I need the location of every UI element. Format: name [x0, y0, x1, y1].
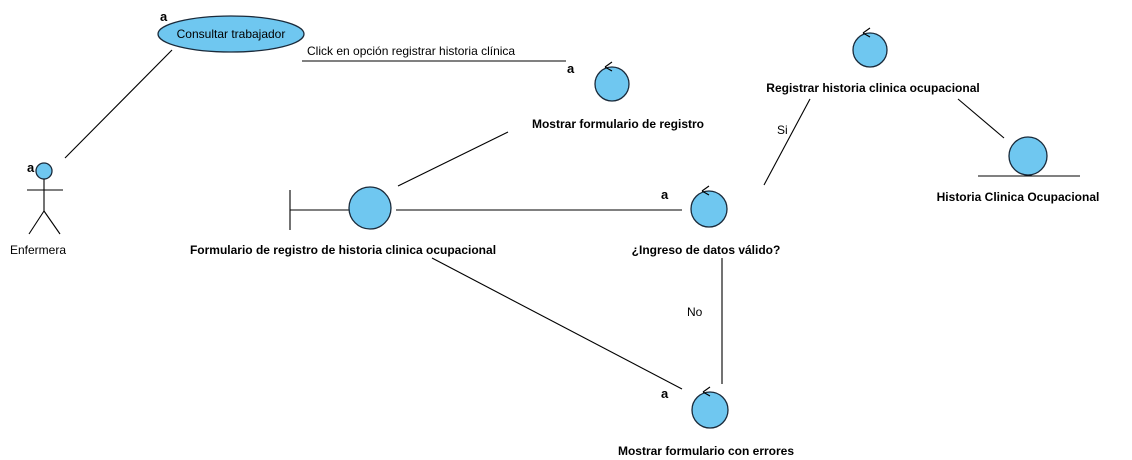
- usecase-tag: a: [160, 9, 168, 24]
- control-registrar[interactable]: [852, 32, 888, 68]
- control-arrow-icon: [862, 27, 871, 38]
- boundary-errores-link: [431, 257, 683, 390]
- errores-tag: a: [661, 386, 669, 401]
- boundary-formulario[interactable]: [289, 186, 392, 230]
- entity-label: Historia Clinica Ocupacional: [937, 190, 1100, 204]
- actor-right-leg: [43, 210, 61, 235]
- registrar-label: Registrar historia clinica ocupacional: [766, 81, 979, 95]
- actor-head: [35, 162, 53, 180]
- actor-usecase-link: [64, 49, 173, 159]
- actor-left-leg: [28, 210, 45, 235]
- actor-name: Enfermera: [10, 243, 66, 257]
- control-arrow-icon: [604, 61, 613, 72]
- control-arrow-icon: [701, 185, 710, 196]
- registrar-entity-link: [957, 98, 1005, 139]
- usecase-consultar-trabajador[interactable]: [157, 15, 305, 53]
- mostrar-registro-tag: a: [567, 61, 575, 76]
- mostrar-registro-label: Mostrar formulario de registro: [532, 117, 704, 131]
- control-ingreso[interactable]: [690, 190, 728, 228]
- guard-si: Si: [777, 123, 788, 137]
- errores-label: Mostrar formulario con errores: [618, 444, 794, 458]
- boundary-label: Formulario de registro de historia clini…: [190, 243, 496, 257]
- control-mostrar-registro[interactable]: [594, 66, 630, 102]
- control-arrow-icon: [702, 386, 711, 397]
- actor-enfermera[interactable]: [27, 162, 63, 235]
- ingreso-tag: a: [661, 187, 669, 202]
- actor-tag: a: [27, 160, 35, 175]
- boundary-mostrar-link: [397, 131, 509, 187]
- usecase-label: Consultar trabajador: [177, 27, 286, 41]
- ingreso-registrar-link: [763, 98, 811, 186]
- message-label: Click en opción registrar historia clíni…: [307, 44, 515, 58]
- entity-historia[interactable]: [1008, 136, 1048, 176]
- ingreso-label: ¿Ingreso de datos válido?: [632, 243, 781, 257]
- boundary-circle: [348, 186, 392, 230]
- guard-no: No: [687, 305, 703, 319]
- control-errores[interactable]: [691, 391, 729, 429]
